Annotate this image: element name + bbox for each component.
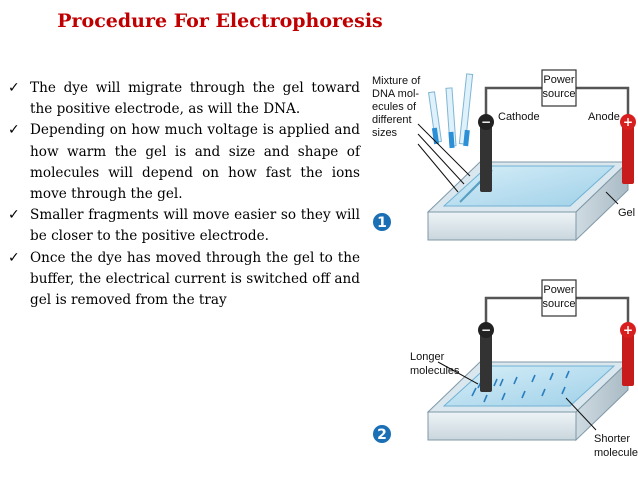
- mixture-label-line3: ecules of: [372, 101, 417, 113]
- mixture-label-line1: Mixture of: [372, 75, 421, 87]
- longer-label-line2: molecules: [410, 365, 460, 377]
- power-source-box: [541, 69, 577, 107]
- check-mark-icon: ✓: [8, 80, 20, 96]
- shorter-label-line1: Shorter: [594, 433, 630, 445]
- power-source-2-label-line1: Power: [543, 284, 575, 296]
- mixture-label-line5: sizes: [372, 127, 398, 139]
- minus-sign: −: [481, 115, 491, 129]
- slide-title: Procedure For Electrophoresis: [57, 10, 383, 32]
- plus-sign-2: +: [623, 323, 633, 337]
- bullet-text: The dye will migrate through the gel tow…: [30, 80, 360, 118]
- cathode-wire: [484, 86, 542, 122]
- electrophoresis-diagram: Power source − + Cathode Anode: [372, 69, 638, 459]
- anode-wire-2: [576, 296, 630, 330]
- power-source-box-2: [541, 279, 577, 317]
- anode-terminal: [620, 114, 636, 130]
- plus-sign: +: [623, 115, 633, 129]
- anode-electrode-2: [622, 330, 634, 386]
- panel-2: Power source: [373, 279, 638, 459]
- anode-wire: [576, 86, 630, 122]
- pipettes: [427, 73, 474, 149]
- cathode-electrode: [480, 122, 492, 192]
- dna-bands: [471, 370, 570, 403]
- check-mark-icon: ✓: [8, 122, 20, 139]
- minus-sign-2: −: [481, 323, 491, 337]
- panel-1: Power source − + Cathode Anode: [372, 69, 636, 242]
- bullet-item: ✓ Depending on how much voltage is applie…: [8, 120, 360, 205]
- shorter-label-line2: molecules: [594, 447, 638, 459]
- power-source-2-label-line2: source: [542, 298, 575, 310]
- step-1-number: 1: [377, 215, 387, 231]
- bullet-item: ✓ Once the dye has moved through the gel …: [8, 248, 360, 312]
- cathode-label: Cathode: [498, 111, 540, 123]
- step-1-badge: [373, 213, 391, 231]
- bullet-text: Once the dye has moved through the gel t…: [30, 249, 360, 309]
- bullet-list: ✓ The dye will migrate through the gel to…: [8, 78, 360, 311]
- check-mark-icon: ✓: [8, 207, 20, 224]
- cathode-terminal-2: [478, 322, 494, 338]
- bullet-item: ✓ Smaller fragments will move easier so t…: [8, 205, 360, 247]
- power-source-label-line2: source: [542, 88, 575, 100]
- anode-terminal-2: [620, 322, 636, 338]
- tray-2-side: [575, 360, 629, 442]
- cathode-terminal: [478, 114, 494, 130]
- cathode-electrode-2: [480, 330, 492, 392]
- mixture-label-line2: DNA mol-: [372, 88, 419, 100]
- bullet-text: Smaller fragments will move easier so th…: [30, 207, 360, 245]
- power-source-label-line1: Power: [543, 74, 575, 86]
- anode-label: Anode: [588, 111, 620, 123]
- gel-label: Gel: [618, 207, 635, 219]
- check-mark-icon: ✓: [8, 249, 20, 266]
- bullet-text: Depending on how much voltage is applied…: [30, 122, 360, 203]
- electrophoresis-figure: Power source − + Cathode Anode: [366, 62, 638, 478]
- tray-front: [427, 211, 577, 241]
- mixture-label-line4: different: [372, 114, 412, 126]
- tray-2-front: [427, 411, 577, 441]
- longer-label-line1: Longer: [410, 351, 445, 363]
- step-2-badge: [373, 425, 391, 443]
- cathode-wire-2: [484, 296, 542, 330]
- bullet-item: ✓ The dye will migrate through the gel to…: [8, 78, 360, 120]
- tray-side: [575, 160, 629, 242]
- step-2-number: 2: [377, 427, 387, 443]
- anode-electrode: [622, 122, 634, 184]
